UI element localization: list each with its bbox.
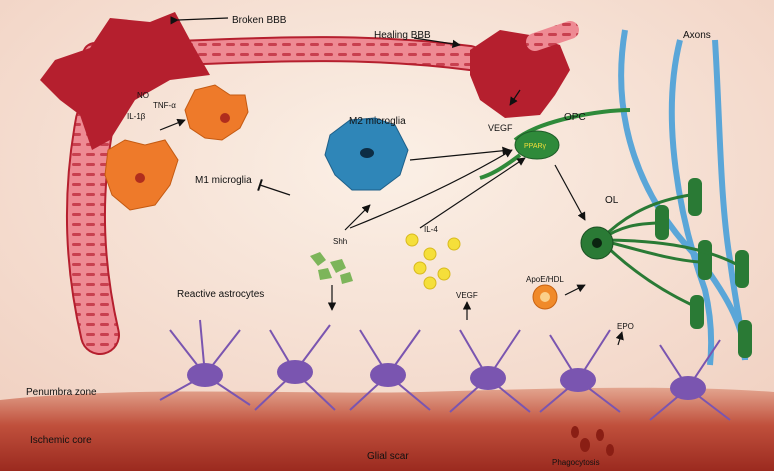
apoe-hdl-particle — [532, 284, 558, 310]
glial-scar-label: Glial scar — [367, 451, 409, 462]
il1b-label: IL-1β — [127, 112, 146, 121]
shh-cluster — [310, 252, 353, 284]
broken-bbb-blood — [40, 12, 210, 150]
astrocytes — [159, 319, 731, 421]
opc-cell — [479, 108, 631, 180]
arrows — [159, 16, 624, 346]
healing-bbb-label: Healing BBB — [374, 30, 431, 41]
m2-microglia-label: M2 microglia — [349, 116, 406, 127]
m1-microglia-cells — [104, 84, 249, 211]
no-label: NO — [137, 91, 149, 100]
vegf-top-label: VEGF — [488, 123, 513, 133]
m2-microglia-cell — [324, 117, 409, 191]
axons — [618, 29, 752, 366]
il4-cluster — [405, 233, 461, 290]
ischemic-core-region — [0, 387, 774, 471]
myelin-segment — [688, 178, 702, 216]
apoe-hdl-label: ApoE/HDL — [526, 275, 564, 284]
tnf-alpha-label: TNF-α — [153, 101, 176, 110]
il4-label: IL-4 — [424, 225, 438, 234]
myelin-segment — [690, 295, 704, 329]
myelin-segment — [738, 320, 752, 358]
astrocyte-bodies — [187, 360, 706, 400]
penumbra-label: Penumbra zone — [26, 387, 97, 398]
phagocytosis-debris — [571, 426, 614, 456]
broken-bbb-vessel — [40, 12, 483, 355]
m1-microglia-label: M1 microglia — [195, 175, 252, 186]
ppar-label: PPARγ — [524, 143, 547, 150]
epo-label: EPO — [617, 322, 634, 331]
broken-bbb-label: Broken BBB — [232, 15, 287, 26]
phagocytosis-label: Phagocytosis — [552, 458, 600, 467]
reactive-astrocytes-label: Reactive astrocytes — [177, 289, 264, 300]
shh-label: Shh — [333, 237, 347, 246]
axons-label: Axons — [683, 30, 711, 41]
ischemic-core-label: Ischemic core — [30, 435, 92, 446]
vegf-bottom-label: VEGF — [456, 291, 478, 300]
healing-bbb-vessel — [470, 21, 579, 118]
myelin-segment — [735, 250, 749, 288]
myelin-segment — [698, 240, 712, 280]
ol-label: OL — [605, 195, 619, 206]
opc-label: OPC — [564, 112, 586, 123]
ol-cell — [580, 193, 739, 307]
